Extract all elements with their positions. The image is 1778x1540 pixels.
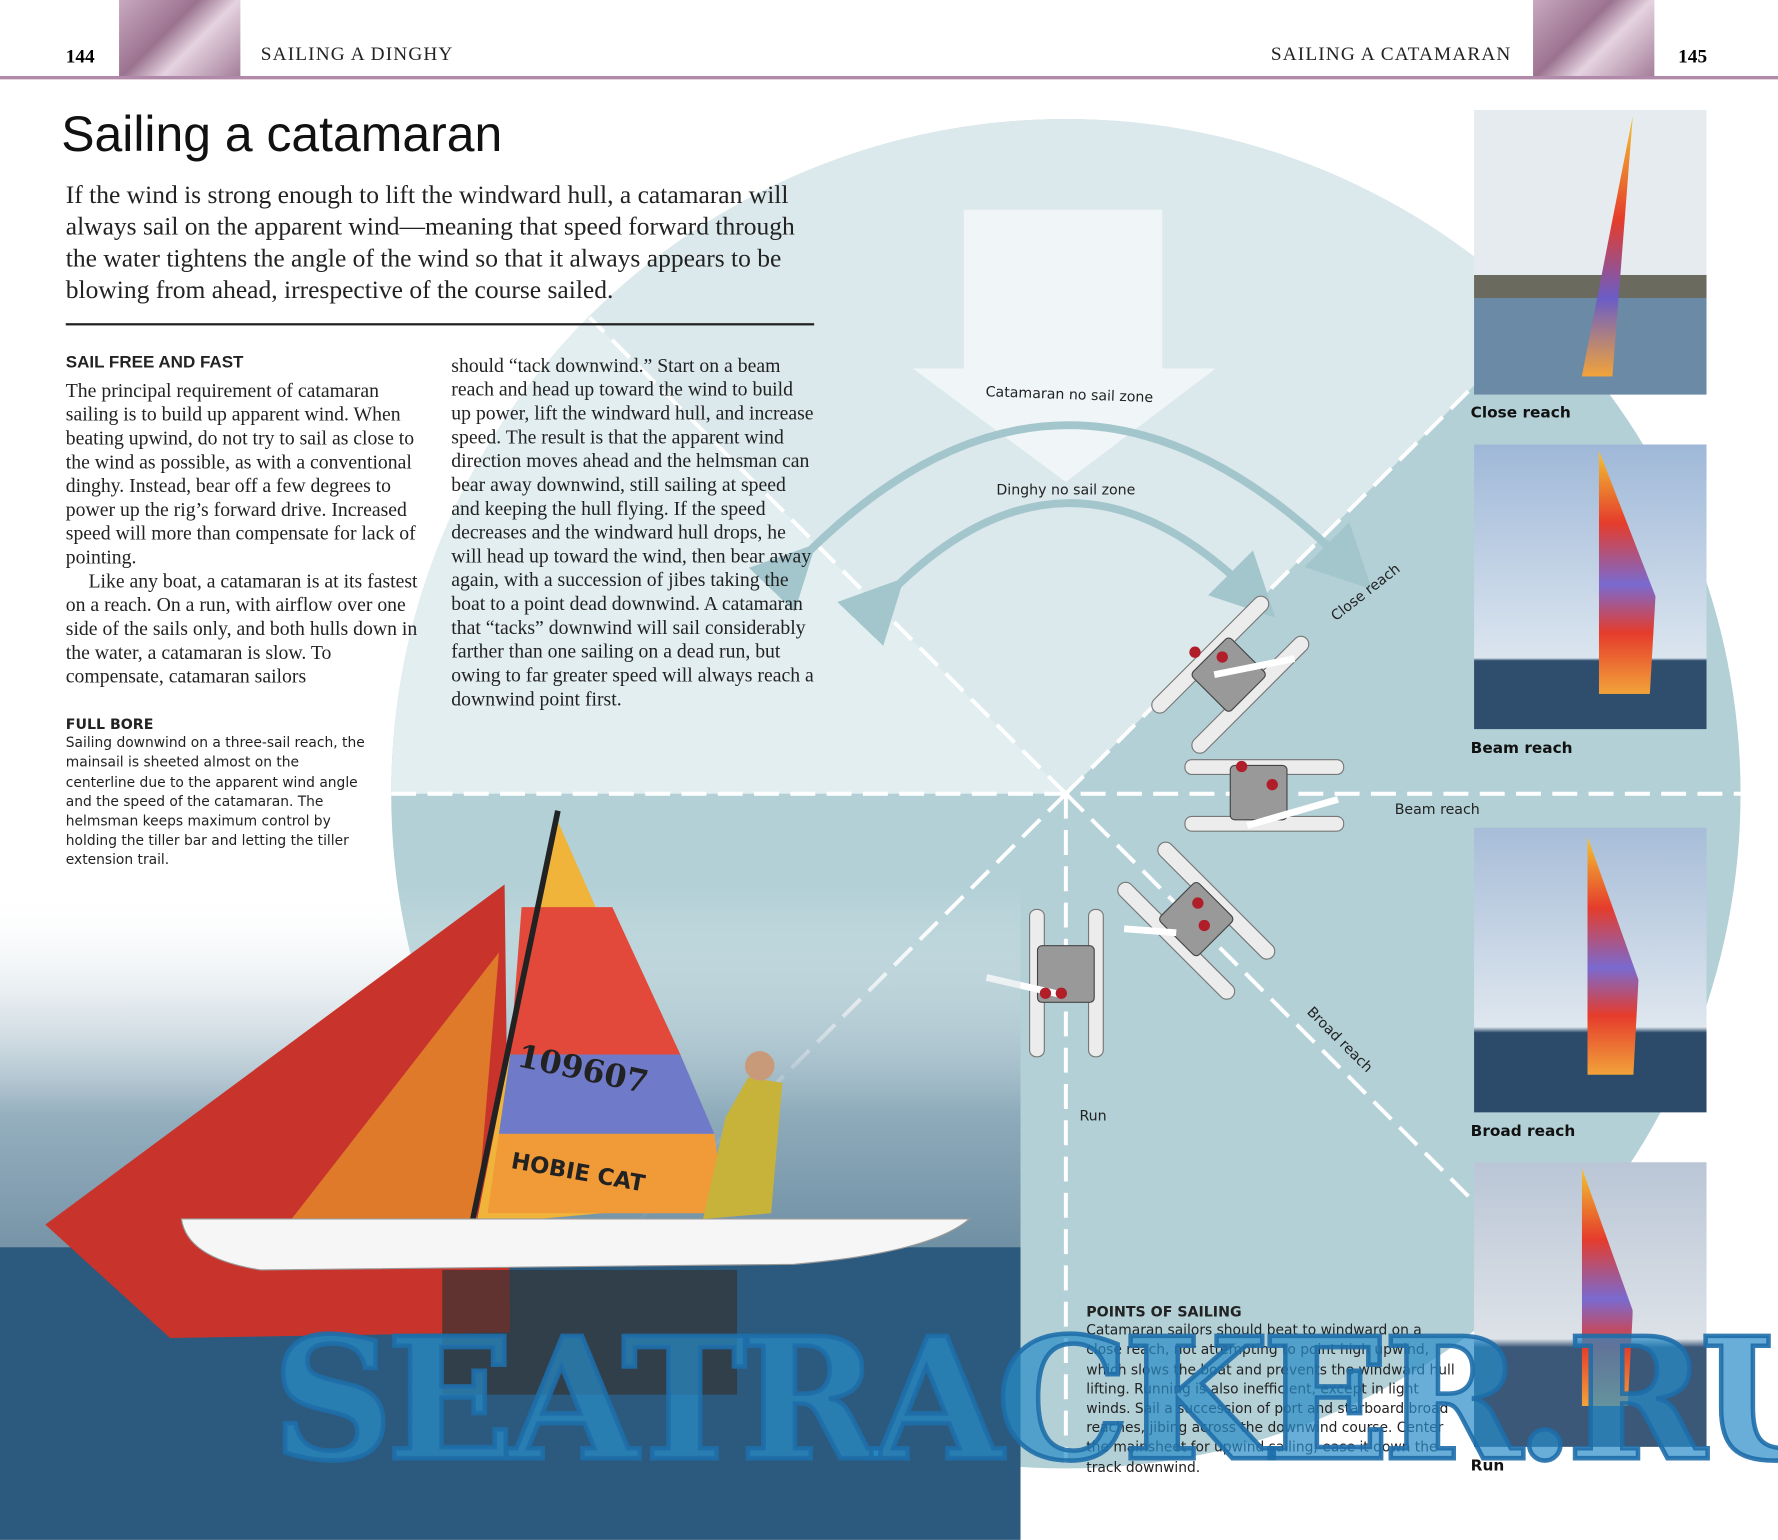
body-paragraph-3: should “tack downwind.” Start on a beam … bbox=[451, 353, 814, 710]
catamaran-broad-reach-icon bbox=[1117, 841, 1276, 1000]
right-page-number: 145 bbox=[1678, 45, 1708, 67]
dinghy-zone-arc bbox=[837, 499, 1276, 646]
left-running-head: SAILING A DINGHY bbox=[260, 43, 454, 65]
caption-beam-reach: Beam reach bbox=[1470, 739, 1573, 758]
page-title: Sailing a catamaran bbox=[61, 106, 503, 163]
dinghy-no-sail-zone-label: Dinghy no sail zone bbox=[996, 482, 1135, 498]
watermark: SEATRACKER.RU bbox=[270, 1300, 1778, 1498]
caption-broad-reach: Broad reach bbox=[1470, 1122, 1576, 1141]
right-running-head: SAILING A CATAMARAN bbox=[1270, 43, 1512, 65]
body-paragraph-2: Like any boat, a catamaran is at its fas… bbox=[65, 569, 418, 688]
section-heading: SAIL FREE AND FAST bbox=[65, 352, 244, 372]
wind-arrow-icon bbox=[912, 209, 1216, 482]
intro-rule bbox=[65, 323, 815, 325]
catamaran-no-sail-zone-label: Catamaran no sail zone bbox=[985, 384, 1153, 406]
catamaran-close-reach-icon bbox=[1151, 595, 1310, 754]
full-bore-photo: 109607 HOBIE CAT bbox=[0, 810, 1021, 1540]
body-paragraph-1: The principal requirement of catamaran s… bbox=[65, 378, 416, 569]
header-rule bbox=[0, 75, 1778, 80]
run-label: Run bbox=[1079, 1108, 1106, 1124]
catamaran-run-icon bbox=[985, 908, 1104, 1058]
points-of-sailing-caption: POINTS OF SAILING Catamaran sailors shou… bbox=[1086, 1302, 1455, 1478]
catamaran-zone-arc bbox=[748, 421, 1372, 612]
intro-paragraph: If the wind is strong enough to lift the… bbox=[65, 180, 795, 304]
left-page-number: 144 bbox=[65, 45, 95, 67]
photo-beam-reach bbox=[1474, 444, 1707, 730]
full-bore-text: Sailing downwind on a three-sail reach, … bbox=[65, 734, 365, 868]
header-thumbnail-right bbox=[1533, 0, 1655, 78]
full-bore-caption: FULL BORE Sailing downwind on a three-sa… bbox=[66, 714, 366, 870]
points-of-sailing-diagram: Catamaran no sail zone Dinghy no sail zo… bbox=[0, 119, 1741, 1540]
text-column-2: should “tack downwind.” Start on a beam … bbox=[451, 354, 816, 711]
points-of-sailing-text: Catamaran sailors should beat to windwar… bbox=[1086, 1322, 1455, 1475]
beam-reach-label: Beam reach bbox=[1395, 802, 1480, 818]
photo-broad-reach bbox=[1474, 827, 1707, 1113]
photo-run bbox=[1474, 1162, 1707, 1447]
points-of-sailing-heading: POINTS OF SAILING bbox=[1086, 1302, 1242, 1320]
full-bore-heading: FULL BORE bbox=[65, 715, 154, 733]
catamaran-beam-reach-icon bbox=[1184, 759, 1345, 832]
caption-close-reach: Close reach bbox=[1470, 403, 1571, 422]
photo-close-reach bbox=[1474, 109, 1707, 395]
text-column-1: SAIL FREE AND FAST The principal require… bbox=[66, 350, 431, 688]
caption-run: Run bbox=[1470, 1457, 1505, 1476]
header-thumbnail-left bbox=[119, 0, 241, 78]
